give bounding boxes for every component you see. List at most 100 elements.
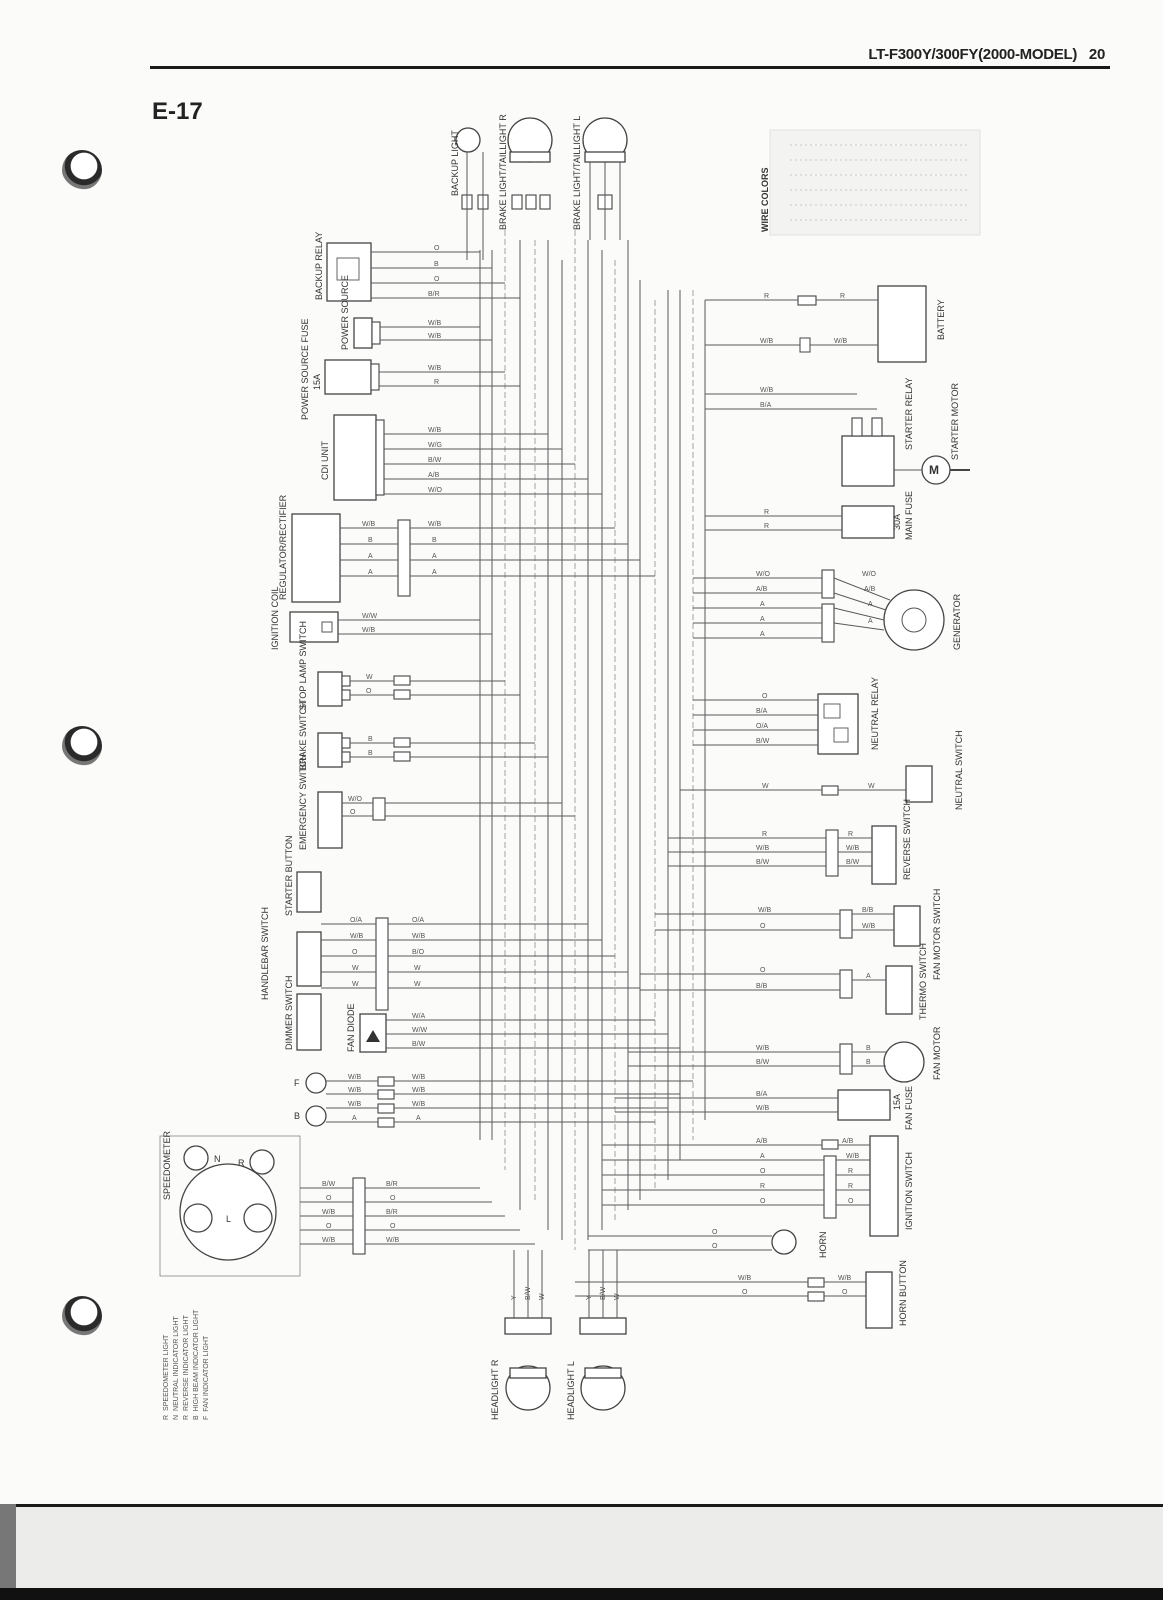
fan-fuse: FAN FUSE 15A B/A W/B xyxy=(615,1086,914,1130)
svg-text:M: M xyxy=(929,463,939,477)
svg-text:W/B: W/B xyxy=(412,933,426,940)
svg-text:FFAN INDICATOR LIGHT: FFAN INDICATOR LIGHT xyxy=(203,1335,210,1420)
svg-text:W: W xyxy=(366,674,373,681)
svg-text:O: O xyxy=(760,1168,766,1175)
reverse-switch-label: REVERSE SWITCH xyxy=(902,799,912,880)
starter-relay: STARTER RELAY W/B B/A xyxy=(705,377,914,487)
headlight-r: Y B/W W HEADLIGHT R xyxy=(490,1250,552,1420)
svg-text:R: R xyxy=(238,1158,245,1168)
svg-text:A: A xyxy=(760,1153,765,1160)
svg-text:A: A xyxy=(432,569,437,576)
svg-text:W/B: W/B xyxy=(348,1087,362,1094)
svg-text:A: A xyxy=(868,601,873,608)
brake-taillight-r: BRAKE LIGHT/TAILLIGHT R xyxy=(498,114,553,230)
svg-text:L: L xyxy=(226,1214,231,1224)
svg-text:A/B: A/B xyxy=(864,586,876,593)
speedometer: N R L SPEEDOMETER B/W O W/B O W/B B/R O … xyxy=(159,1130,535,1277)
svg-text:F: F xyxy=(294,1078,300,1088)
svg-text:B/R: B/R xyxy=(428,291,440,298)
svg-text:B/R: B/R xyxy=(386,1181,398,1188)
svg-text:B/A: B/A xyxy=(756,1091,768,1098)
svg-text:A: A xyxy=(760,601,765,608)
fan-diode: FAN DIODE W/A W/W B/W xyxy=(346,1003,680,1053)
svg-text:B/W: B/W xyxy=(756,738,770,745)
starter-button-label: STARTER BUTTON xyxy=(284,835,294,916)
svg-text:W/O: W/O xyxy=(428,487,443,494)
svg-text:O: O xyxy=(390,1195,396,1202)
svg-text:Y: Y xyxy=(511,1295,518,1300)
page-number: 20 xyxy=(1088,46,1105,63)
ignition-switch-label: IGNITION SWITCH xyxy=(904,1152,914,1230)
svg-text:O: O xyxy=(712,1229,718,1236)
svg-text:B/W: B/W xyxy=(600,1286,607,1300)
handlebar-switch-label: HANDLEBAR SWITCH xyxy=(260,907,270,1000)
svg-text:W/B: W/B xyxy=(386,1237,400,1244)
binder-hole-top xyxy=(62,150,102,190)
svg-text:W: W xyxy=(414,981,421,988)
svg-text:R: R xyxy=(434,379,439,386)
svg-text:W: W xyxy=(762,783,769,790)
svg-text:B/O: B/O xyxy=(412,949,425,956)
ignition-switch: IGNITION SWITCH A/B A O R O A/B W/B R R … xyxy=(602,1135,914,1237)
svg-text:W/B: W/B xyxy=(846,845,860,852)
thermo-switch: THERMO SWITCH O B/B A xyxy=(640,943,928,1020)
generator-label: GENERATOR xyxy=(952,593,962,650)
starter-relay-label: STARTER RELAY xyxy=(904,377,914,450)
scan-bottom-margin xyxy=(0,1504,1163,1600)
svg-text:R: R xyxy=(848,1183,853,1190)
svg-text:B: B xyxy=(294,1111,300,1121)
svg-text:B/A: B/A xyxy=(760,402,772,409)
power-source-label: POWER SOURCE xyxy=(340,275,350,350)
brake-switch: BRAKE SWITCH B B xyxy=(298,701,548,770)
handlebar-switch-assembly: STARTER BUTTON HANDLEBAR SWITCH DIMMER S… xyxy=(260,835,640,1051)
svg-text:B/B: B/B xyxy=(862,907,874,914)
starter-motor: M STARTER MOTOR xyxy=(894,382,970,485)
binder-hole-middle xyxy=(62,726,102,766)
svg-text:W/B: W/B xyxy=(756,1105,770,1112)
svg-text:W/O: W/O xyxy=(348,796,363,803)
page-header-title: LT-F300Y/300FY(2000-MODEL) xyxy=(868,46,1078,63)
power-source: POWER SOURCE W/B W/B xyxy=(340,275,492,350)
svg-text:W/B: W/B xyxy=(412,1101,426,1108)
svg-text:O: O xyxy=(434,276,440,283)
fan-fuse-label: FAN FUSE xyxy=(904,1086,914,1130)
svg-text:B/W: B/W xyxy=(428,457,442,464)
svg-text:A: A xyxy=(760,616,765,623)
svg-text:R: R xyxy=(848,1168,853,1175)
svg-text:W/B: W/B xyxy=(758,907,772,914)
svg-text:O: O xyxy=(352,949,358,956)
power-source-fuse-label: POWER SOURCE FUSE xyxy=(300,318,310,420)
svg-text:W/G: W/G xyxy=(428,442,442,449)
svg-text:B: B xyxy=(368,537,373,544)
svg-text:B: B xyxy=(866,1045,871,1052)
svg-text:W/B: W/B xyxy=(756,1045,770,1052)
svg-text:A: A xyxy=(868,618,873,625)
svg-text:NNEUTRAL INDICATOR LIGHT: NNEUTRAL INDICATOR LIGHT xyxy=(173,1315,180,1420)
dimmer-switch-label: DIMMER SWITCH xyxy=(284,976,294,1051)
svg-text:B: B xyxy=(434,261,439,268)
svg-text:A/B: A/B xyxy=(756,1138,768,1145)
svg-text:A/B: A/B xyxy=(842,1138,854,1145)
svg-text:R: R xyxy=(760,1183,765,1190)
svg-text:RSPEEDOMETER LIGHT: RSPEEDOMETER LIGHT xyxy=(163,1334,170,1420)
svg-text:R: R xyxy=(848,831,853,838)
svg-text:W/B: W/B xyxy=(322,1237,336,1244)
power-source-fuse: POWER SOURCE FUSE 15A W/B R xyxy=(300,318,520,420)
svg-text:R: R xyxy=(764,523,769,530)
reverse-switch: REVERSE SWITCH R W/B B/W R W/B B/W xyxy=(668,799,912,885)
fan-motor-label: FAN MOTOR xyxy=(932,1026,942,1080)
svg-text:W: W xyxy=(868,783,875,790)
svg-text:A: A xyxy=(352,1115,357,1122)
svg-text:R: R xyxy=(764,293,769,300)
wire-colors-title: WIRE COLORS xyxy=(760,168,770,233)
binder-hole-bottom xyxy=(62,1296,102,1336)
scan-left-edge xyxy=(0,1504,16,1600)
svg-text:O: O xyxy=(712,1243,718,1250)
brake-switch-label: BRAKE SWITCH xyxy=(298,701,308,770)
svg-text:RREVERSE INDICATOR LIGHT: RREVERSE INDICATOR LIGHT xyxy=(183,1314,190,1420)
svg-text:B/W: B/W xyxy=(756,1059,770,1066)
svg-text:N: N xyxy=(214,1154,221,1164)
svg-text:B: B xyxy=(368,750,373,757)
svg-text:W/O: W/O xyxy=(756,571,771,578)
